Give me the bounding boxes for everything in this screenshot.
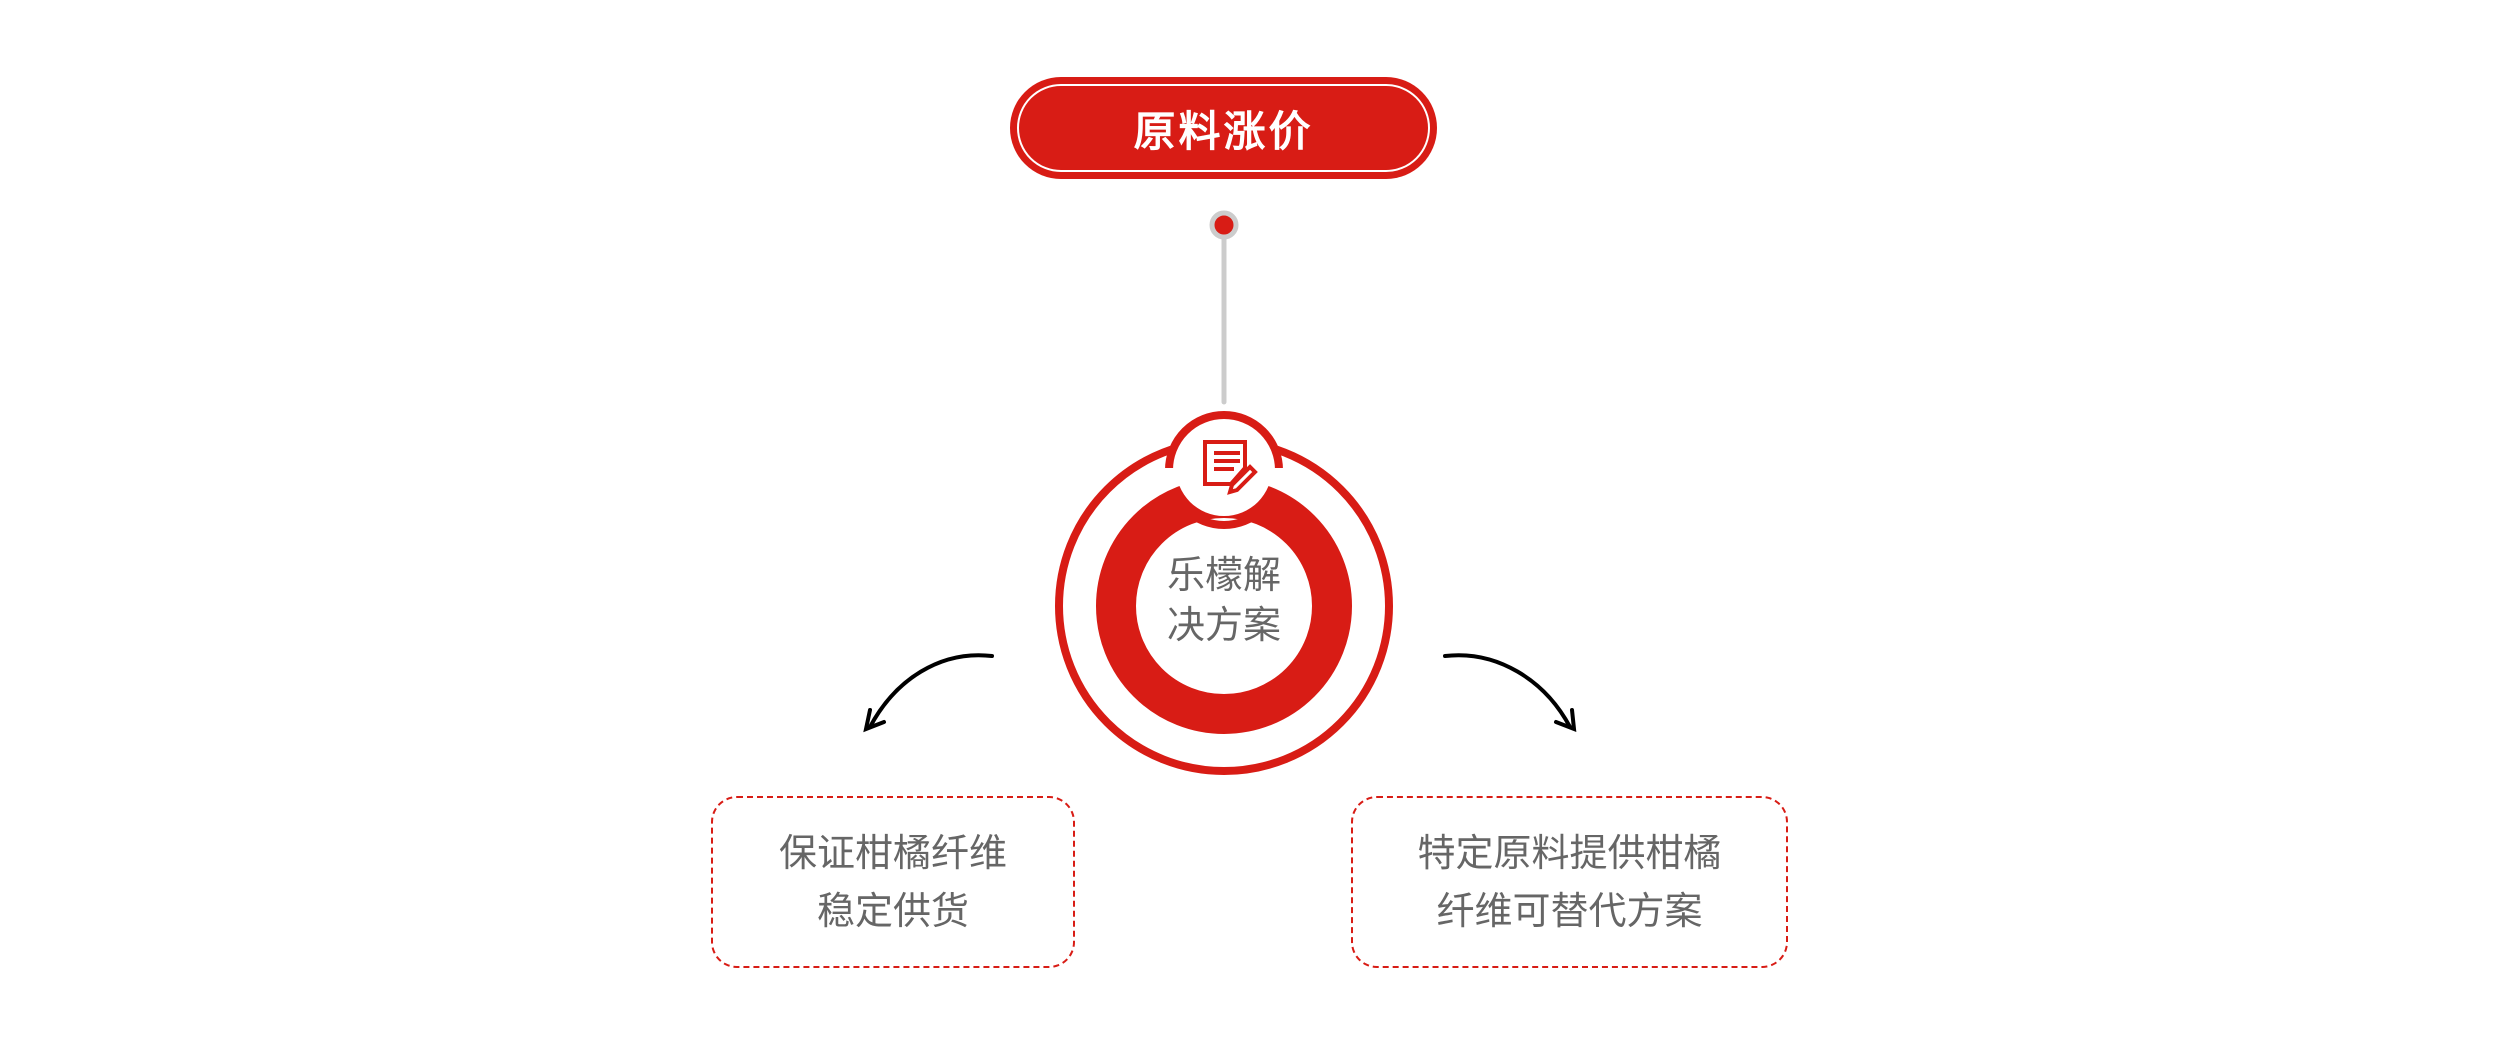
branch-box-left: 保证柑橘纤维 稳定供货	[711, 796, 1075, 968]
document-edit-icon	[1203, 440, 1258, 495]
center-line-1: 乐檬解	[1166, 553, 1281, 597]
center-line-2: 决方案	[1166, 603, 1281, 647]
title-pill: 原料涨价	[1010, 77, 1437, 179]
center-label: 乐檬解 决方案	[1124, 550, 1324, 650]
branch-left-line-1: 保证柑橘纤维	[778, 831, 1007, 875]
branch-left-line-2: 稳定供货	[816, 889, 969, 933]
title-text: 原料涨价	[1133, 106, 1314, 156]
branch-right-line-1: 特定原料提供柑橘	[1417, 831, 1722, 875]
branch-box-right: 特定原料提供柑橘 纤维可替代方案	[1351, 796, 1788, 968]
connector-dot	[1209, 210, 1239, 240]
arrow-right	[1443, 653, 1577, 733]
center-badge	[1055, 411, 1393, 775]
branch-right-line-2: 纤维可替代方案	[1436, 889, 1703, 933]
arrow-left	[863, 653, 994, 733]
